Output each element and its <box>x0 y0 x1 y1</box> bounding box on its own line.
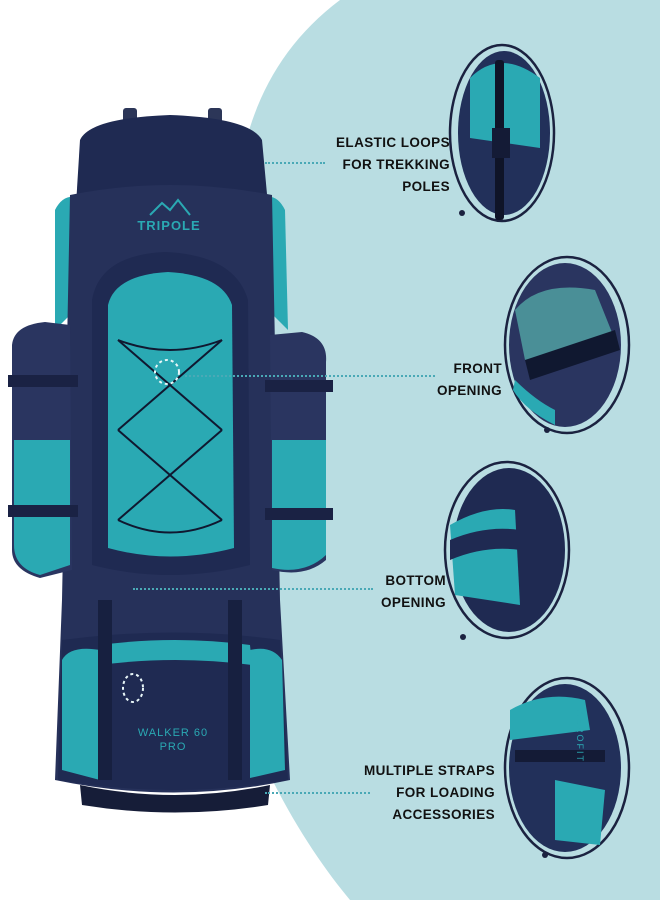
callout-bottom-opening-line-1: BOTTOM <box>385 573 446 588</box>
leader-line-front <box>185 375 435 377</box>
model-line-2: PRO <box>159 741 187 753</box>
detail-elastic-loops-image <box>448 43 556 223</box>
leader-line-bottom <box>133 588 373 590</box>
callout-multiple-straps-line-2: FOR LOADING <box>396 785 495 800</box>
leader-line-poles <box>265 162 325 164</box>
detail-multiple-straps-image <box>503 676 631 860</box>
brand-logo: TRIPOLE <box>137 218 201 233</box>
callout-multiple-straps-line-3: ACCESSORIES <box>392 807 495 822</box>
callout-elastic-loops-line-2: FOR TREKKING <box>342 157 450 172</box>
callout-bottom-opening-line-2: OPENING <box>380 595 446 610</box>
callout-front-opening: FRONT OPENING <box>400 358 502 402</box>
callout-multiple-straps: MULTIPLE STRAPS FOR LOADING ACCESSORIES <box>340 760 495 826</box>
callout-elastic-loops-line-1: ELASTIC LOOPS <box>336 135 450 150</box>
callout-elastic-loops: ELASTIC LOOPS FOR TREKKING POLES <box>300 132 450 198</box>
detail-bottom-opening-image <box>443 460 571 640</box>
detail-front-opening-image <box>503 255 631 435</box>
side-print-text: AEROFIT <box>575 710 585 764</box>
model-label: WALKER 60 PRO <box>128 726 218 754</box>
leader-line-straps <box>265 792 370 794</box>
callout-bottom-opening: BOTTOM OPENING <box>340 570 446 614</box>
callout-front-opening-line-2: OPENING <box>436 383 502 398</box>
callout-multiple-straps-line-1: MULTIPLE STRAPS <box>363 763 495 778</box>
callout-elastic-loops-line-3: POLES <box>402 179 450 194</box>
callout-front-opening-line-1: FRONT <box>453 361 502 376</box>
model-line-1: WALKER 60 <box>137 727 209 739</box>
